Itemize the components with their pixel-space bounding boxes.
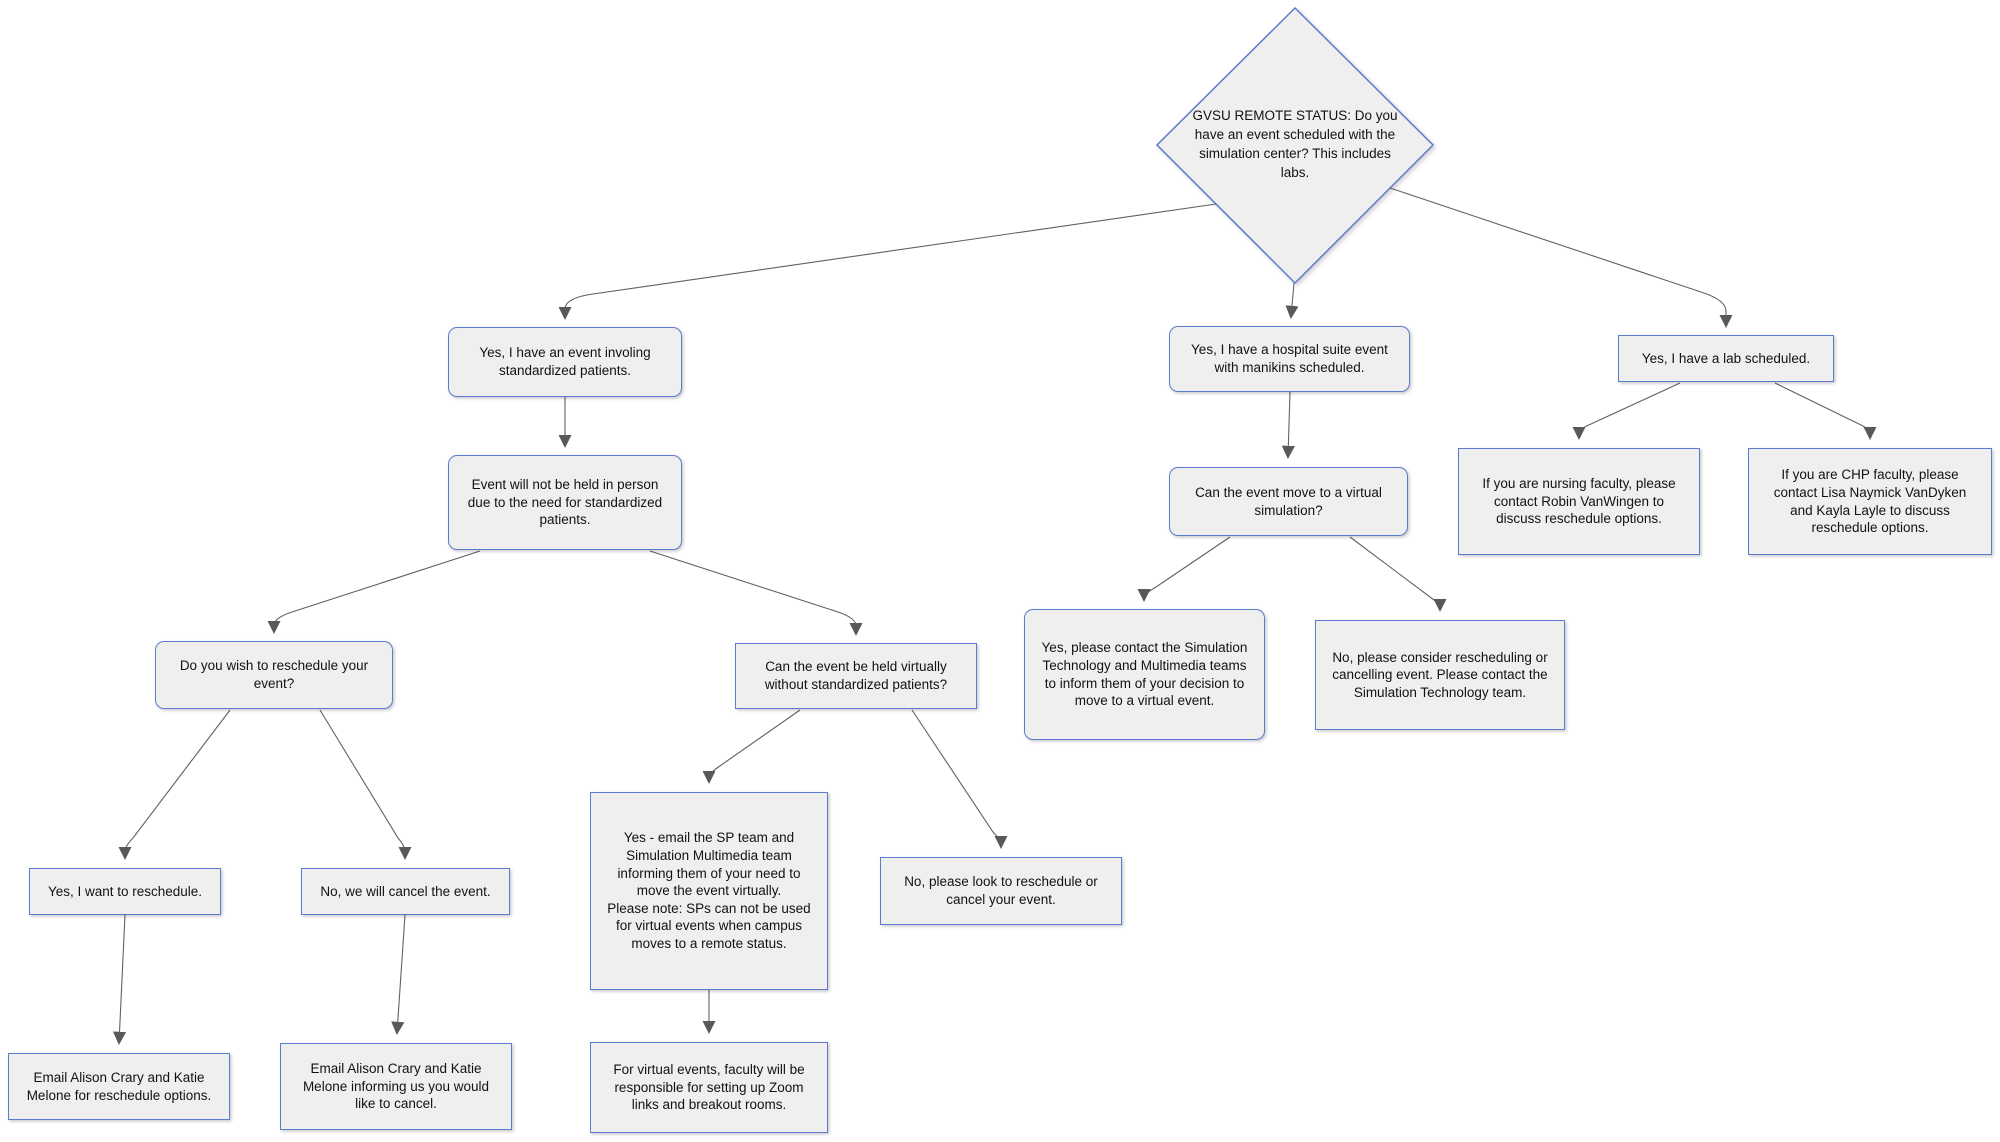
node-hospital-suite: Yes, I have a hospital suite event with … bbox=[1169, 326, 1410, 392]
connector-no-cancel-email-cancel bbox=[391, 914, 406, 1035]
connector-reschedule-q-no-cancel bbox=[319, 709, 412, 860]
node-no-cancel: No, we will cancel the event. bbox=[301, 868, 510, 915]
node-chp-faculty: If you are CHP faculty, please contact L… bbox=[1748, 448, 1992, 555]
node-sp-event: Yes, I have an event involing standardiz… bbox=[448, 327, 682, 397]
connector-not-in-person-virtual-q bbox=[649, 550, 863, 636]
node-root-question: GVSU REMOTE STATUS: Do you have an event… bbox=[1192, 108, 1398, 180]
node-zoom-setup: For virtual events, faculty will be resp… bbox=[590, 1042, 828, 1133]
node-email-reschedule-options: Email Alison Crary and Katie Melone for … bbox=[8, 1053, 230, 1120]
connector-root-hospital-suite bbox=[1285, 282, 1299, 319]
connector-reschedule-q-yes-reschedule bbox=[118, 709, 231, 860]
node-lab-scheduled: Yes, I have a lab scheduled. bbox=[1618, 335, 1834, 382]
node-virtual-question: Can the event be held virtually without … bbox=[735, 643, 977, 709]
connector-not-in-person-reschedule-q bbox=[267, 550, 481, 634]
node-yes-sim-tech: Yes, please contact the Simulation Techn… bbox=[1024, 609, 1265, 740]
connector-virtual-sim-q-no-consider bbox=[1349, 536, 1447, 612]
node-yes-email-sp-team: Yes - email the SP team and Simulation M… bbox=[590, 792, 828, 990]
connector-virtual-q-no-reschedule-cancel bbox=[911, 709, 1008, 849]
node-virtual-sim-question: Can the event move to a virtual simulati… bbox=[1169, 467, 1408, 536]
connector-hospital-suite-virtual-sim-q bbox=[1281, 391, 1295, 459]
connector-yes-reschedule-email-reschedule bbox=[112, 914, 127, 1045]
node-no-reschedule-or-cancel: No, please look to reschedule or cancel … bbox=[880, 857, 1122, 925]
node-nursing-faculty: If you are nursing faculty, please conta… bbox=[1458, 448, 1700, 555]
node-yes-reschedule: Yes, I want to reschedule. bbox=[29, 868, 221, 915]
connector-root-lab-scheduled bbox=[1389, 187, 1733, 328]
connector-root-sp-event bbox=[558, 203, 1217, 320]
connector-virtual-q-yes-email-sp bbox=[702, 709, 801, 784]
connector-virtual-sim-q-yes-sim-tech bbox=[1137, 536, 1231, 602]
node-email-cancel: Email Alison Crary and Katie Melone info… bbox=[280, 1043, 512, 1130]
node-not-in-person: Event will not be held in person due to … bbox=[448, 455, 682, 550]
node-reschedule-question: Do you wish to reschedule your event? bbox=[155, 641, 393, 709]
connector-lab-scheduled-nursing-faculty bbox=[1572, 382, 1681, 440]
node-no-consider-reschedule: No, please consider rescheduling or canc… bbox=[1315, 620, 1565, 730]
connector-lab-scheduled-chp-faculty bbox=[1774, 382, 1877, 440]
